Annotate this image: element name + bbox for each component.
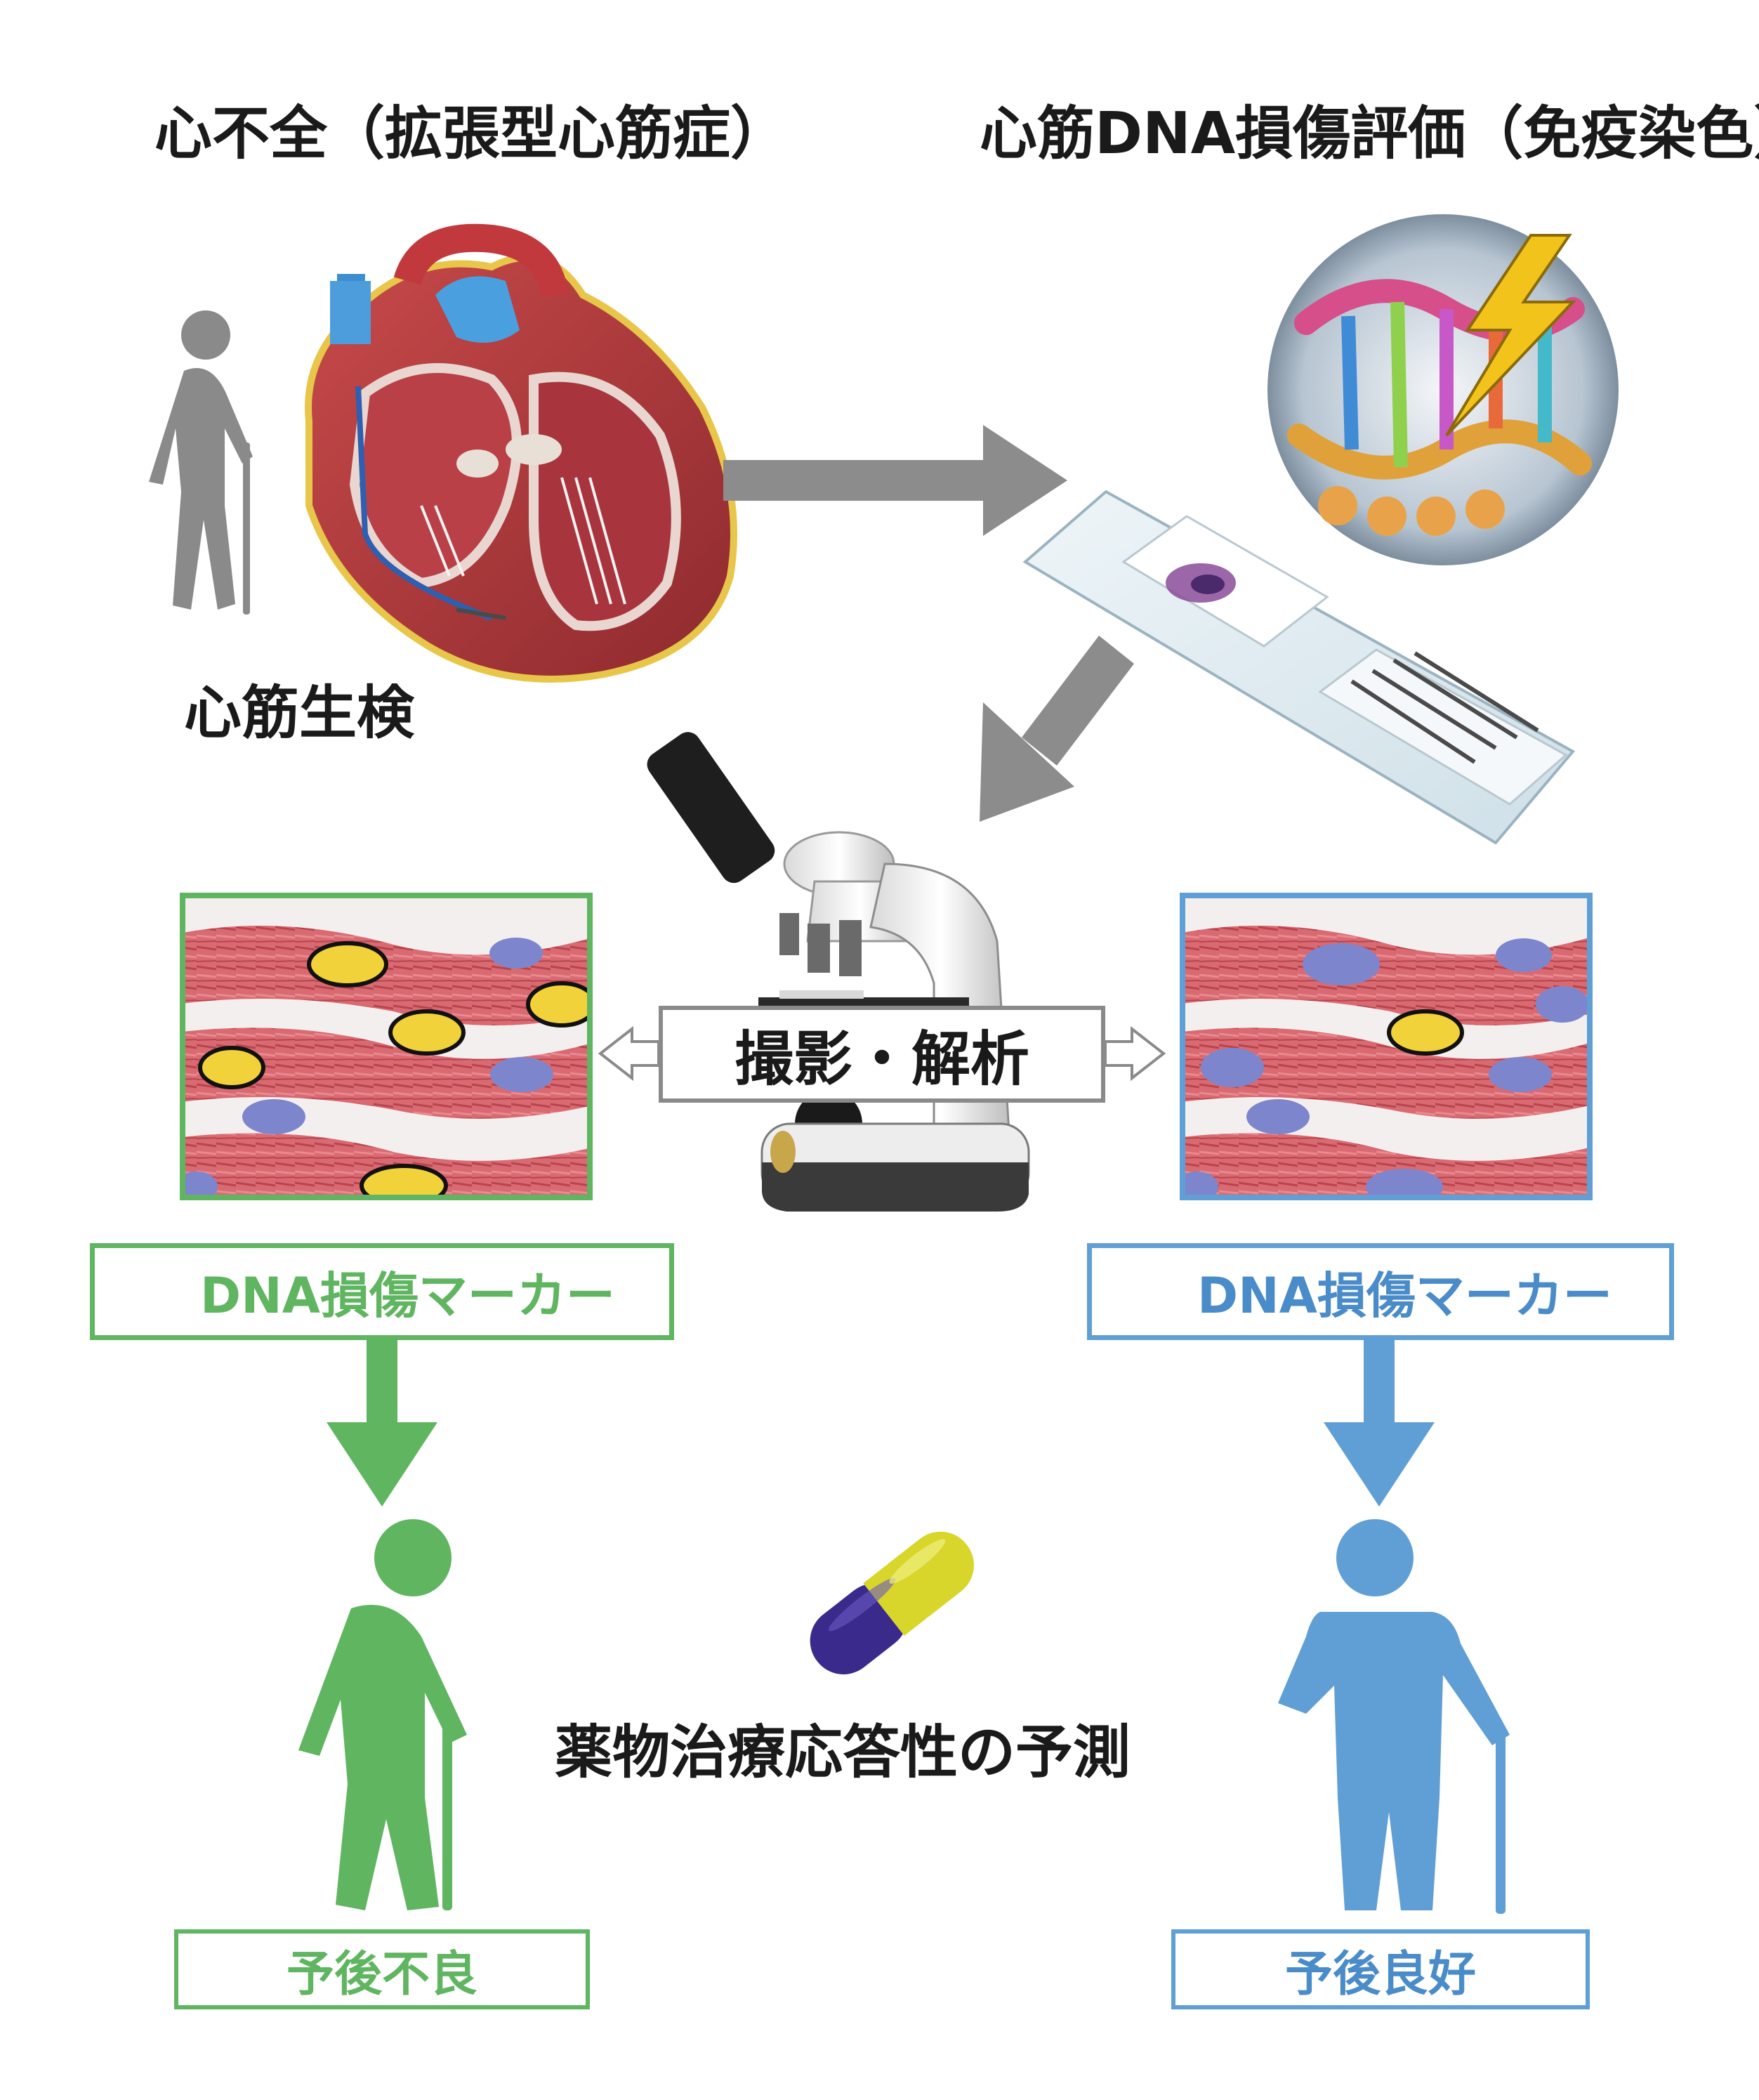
flow-arrow-down-green xyxy=(327,1340,437,1507)
microscope-illustration xyxy=(647,732,1030,1212)
marker-low-label: DNA損傷マーカー xyxy=(1197,1266,1612,1325)
lightning-bolt-icon xyxy=(1445,234,1576,437)
tissue-panel-low-damage xyxy=(1180,893,1593,1200)
marker-high-box: DNA損傷マーカー xyxy=(90,1243,674,1340)
tissue-panel-high-damage xyxy=(180,893,593,1200)
elderly-patient-icon xyxy=(149,310,253,615)
imaging-analysis-label: 撮影・解析 xyxy=(734,1024,1029,1094)
patient-good-prognosis-icon xyxy=(1278,1519,1510,1914)
dna-damage-sphere-icon xyxy=(1267,214,1619,565)
marker-high-label: DNA損傷マーカー xyxy=(200,1266,615,1325)
pointer-left-icon xyxy=(598,1025,660,1082)
heart-failure-title: 心不全（拡張型心筋症） xyxy=(154,100,789,167)
drug-capsule-icon xyxy=(810,1531,974,1674)
marker-low-box: DNA損傷マーカー xyxy=(1087,1243,1674,1340)
flow-arrow-down-blue xyxy=(1324,1340,1435,1507)
imaging-analysis-box: 撮影・解析 xyxy=(659,1006,1105,1103)
glass-slide-illustration xyxy=(1022,490,1576,845)
biopsy-label: 心筋生検 xyxy=(184,680,415,747)
prognosis-poor-box: 予後不良 xyxy=(174,1929,590,2009)
flow-arrow-right xyxy=(723,425,1067,536)
treatment-prediction-label: 薬物治療応答性の予測 xyxy=(555,1719,1131,1786)
prognosis-good-box: 予後良好 xyxy=(1171,1929,1590,2009)
patient-poor-prognosis-icon xyxy=(298,1519,467,1910)
prognosis-poor-label: 予後不良 xyxy=(286,1946,477,2002)
dna-evaluation-title: 心筋DNA損傷評価（免疫染色） xyxy=(980,100,1759,167)
pointer-right-icon xyxy=(1104,1025,1166,1082)
heart-cross-section-illustration xyxy=(305,223,737,683)
prognosis-good-label: 予後良好 xyxy=(1284,1946,1476,2002)
flow-arrow-diagonal xyxy=(980,636,1134,822)
